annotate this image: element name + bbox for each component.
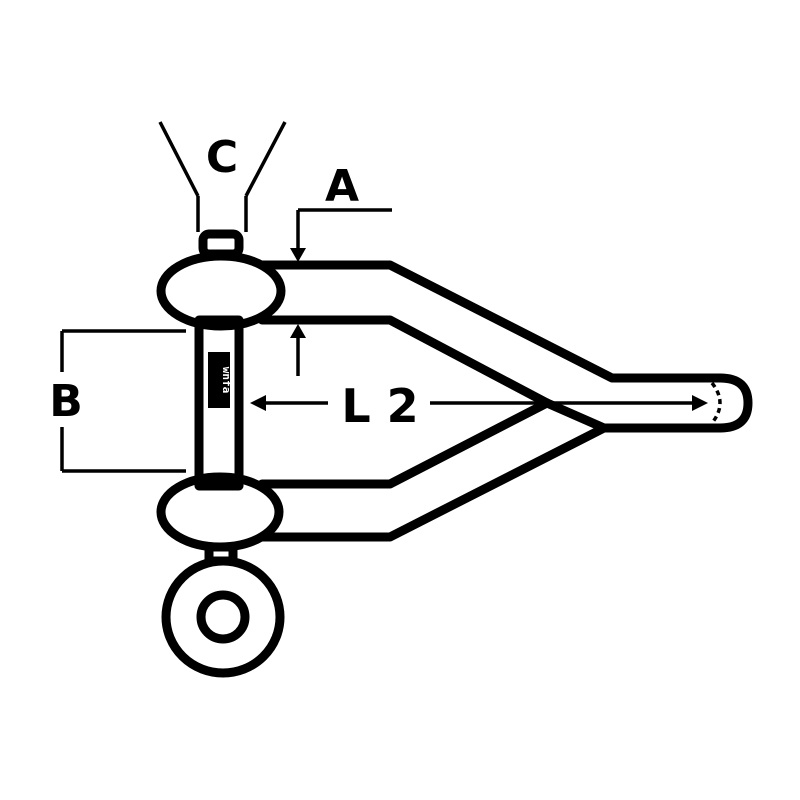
dim-c-right-leader [244, 121, 287, 197]
dimension-c: C [158, 121, 287, 232]
dimension-b: B [49, 329, 186, 473]
shackle-eye [161, 556, 285, 678]
upper-arm-inner [257, 315, 552, 408]
label-l2: L 2 [341, 379, 418, 433]
label-a: A [325, 161, 359, 212]
eye-outer-ring [161, 556, 285, 678]
pin-shaft [194, 315, 244, 491]
dim-l2-right-arrowhead [692, 395, 708, 411]
dim-a-top-arrowhead [290, 248, 306, 262]
twisted-tip [542, 373, 753, 433]
upper-arm-outer [257, 260, 725, 383]
lower-arm-outer [257, 423, 725, 542]
dim-c-left-leader [158, 121, 200, 197]
eye-inner-hole [196, 590, 250, 644]
lower-arm-inner [257, 398, 552, 489]
dim-l2-left-arrowhead [250, 395, 266, 411]
label-b: B [49, 376, 83, 427]
pin-collar-top [156, 251, 286, 331]
pin-head-top [198, 229, 244, 259]
label-c: C [206, 132, 238, 183]
dim-a-bottom-arrowhead [290, 324, 306, 338]
tip-hidden-edge [710, 381, 722, 425]
dimension-a: A [290, 161, 392, 376]
pin-stamp-plate [208, 352, 230, 408]
pin-stamp-text: wnfa [220, 367, 233, 394]
dimension-l2: L 2 [250, 379, 708, 433]
shackle-body [257, 260, 753, 542]
